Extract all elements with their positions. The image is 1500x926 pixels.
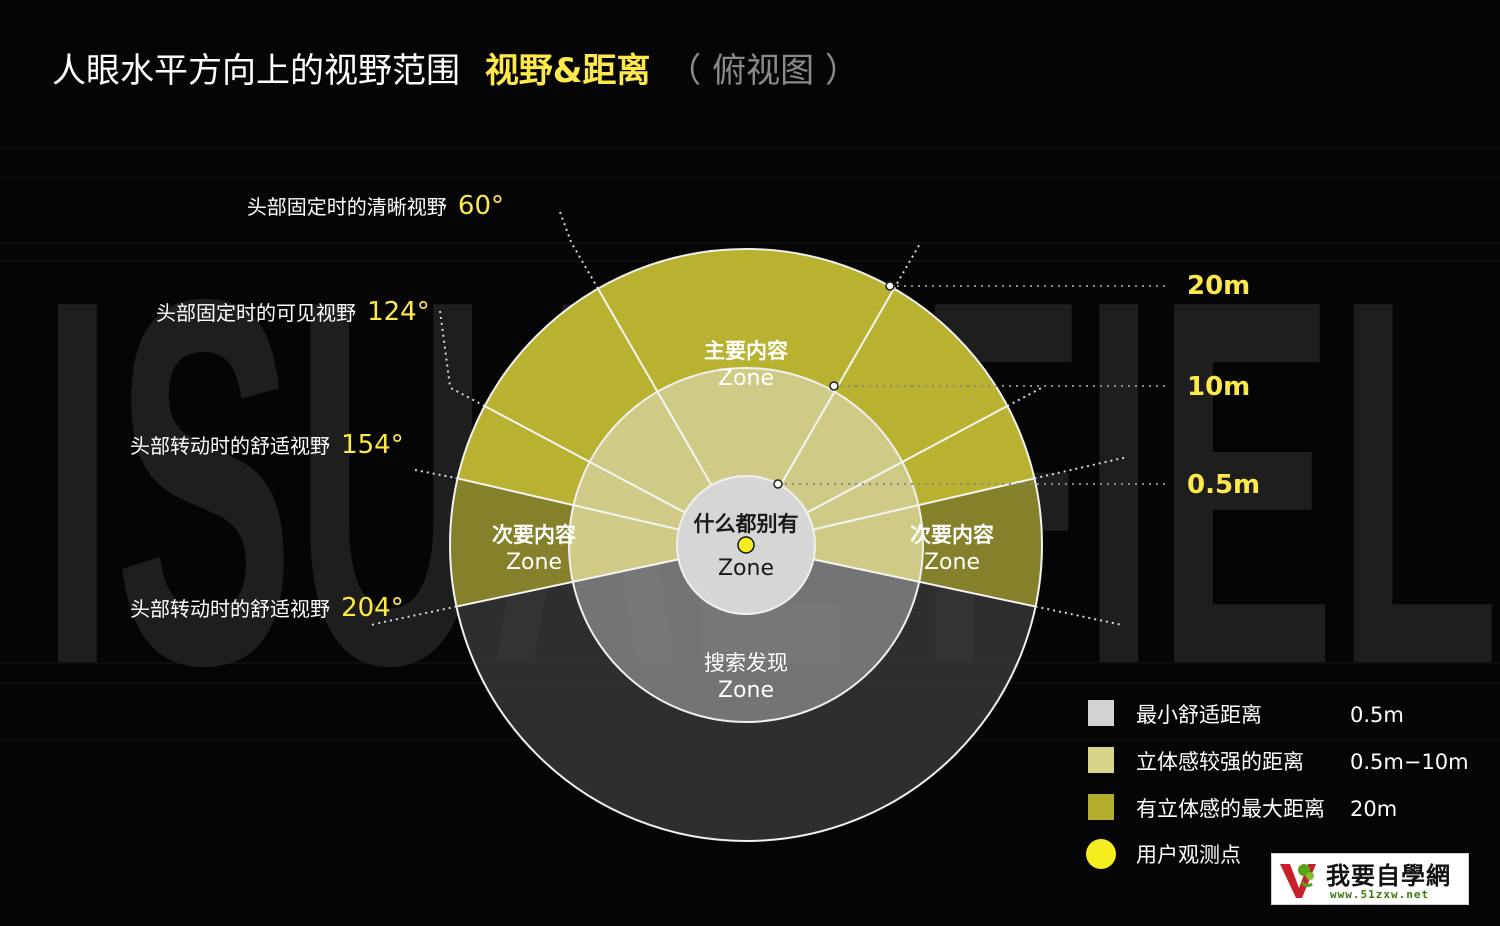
fov-label-124: 头部固定时的可见视野 124° (156, 297, 430, 327)
page-title: 人眼水平方向上的视野范围 视野&距离 （ 俯视图 ） (52, 51, 859, 91)
fov-label-60-deg: 60° (458, 191, 504, 221)
fov-labels: 头部固定时的清晰视野 60° 头部固定时的可见视野 124° 头部转动时的舒适视… (130, 191, 504, 623)
marker-05m (773, 479, 783, 489)
fov-boundary-77 (813, 477, 1035, 531)
zone-right-title: 次要内容 (910, 523, 994, 547)
fov-label-124-text: 头部固定时的可见视野 (156, 301, 356, 325)
fov-label-154-deg: 154° (341, 430, 404, 460)
fov-boundary-102 (813, 558, 1036, 608)
leader-62 (1006, 386, 1043, 407)
legend: 最小舒适距离 0.5m 立体感较强的距离 0.5m−10m 有立体感的最大距离 … (1086, 700, 1469, 869)
zone-labels: 主要内容 Zone 次要内容 Zone 次要内容 Zone 什么都别有 Zone… (492, 339, 994, 703)
logo-v-icon (1276, 858, 1320, 902)
logo-name: 我要自學網 (1326, 862, 1451, 890)
title-main: 人眼水平方向上的视野范围 (52, 51, 460, 91)
fov-label-204: 头部转动时的舒适视野 204° (130, 593, 404, 623)
zone-bottom-title: 搜索发现 (704, 651, 788, 675)
fov-label-60: 头部固定时的清晰视野 60° (247, 191, 504, 221)
fov-boundary--77 (457, 477, 679, 531)
zone-right-sub: Zone (924, 550, 980, 575)
legend-value-0: 0.5m (1350, 703, 1404, 727)
legend-swatch-3 (1086, 839, 1116, 869)
legend-swatch-2 (1088, 794, 1114, 820)
leader-77 (1034, 456, 1127, 480)
zone-left-title: 次要内容 (492, 523, 576, 547)
leader-lines (371, 211, 1127, 627)
zone-main-title: 主要内容 (704, 339, 788, 363)
title-suffix: （ 俯视图 ） (667, 51, 859, 91)
distance-guides: 20m 10m 0.5m (773, 271, 1260, 500)
fov-label-204-text: 头部转动时的舒适视野 (130, 597, 330, 621)
brand-logo: 我要自學網 www.51zxw.net (1271, 853, 1469, 905)
legend-label-1: 立体感较强的距离 (1136, 750, 1304, 774)
ring-outer-left-side (450, 478, 574, 607)
label-connector-0 (439, 310, 452, 388)
legend-value-2: 20m (1350, 797, 1397, 821)
ring-outline-2 (676, 475, 816, 615)
ring-middle-front (569, 368, 923, 582)
legend-label-0: 最小舒适距离 (1136, 703, 1262, 727)
legend-label-2: 有立体感的最大距离 (1136, 797, 1325, 821)
fov-label-154: 头部转动时的舒适视野 154° (130, 430, 404, 460)
zone-left-sub: Zone (506, 550, 562, 575)
legend-swatch-0 (1088, 700, 1114, 726)
ring-middle-rear (572, 559, 920, 722)
distance-label-20m: 20m (1187, 271, 1250, 301)
ring-outer-right-side (918, 478, 1043, 607)
title-highlight: 视野&距离 (485, 51, 651, 91)
marker-10m (829, 381, 839, 391)
leader--102 (374, 605, 457, 625)
zone-main-sub: Zone (718, 366, 774, 391)
leader--77 (453, 476, 458, 480)
legend-swatch-1 (1088, 747, 1114, 773)
logo-url: www.51zxw.net (1330, 888, 1430, 901)
ring-outer-rear (456, 581, 1036, 842)
label-connector-2 (371, 623, 375, 626)
legend-value-1: 0.5m−10m (1350, 750, 1469, 774)
fov-boundary--102 (456, 558, 679, 608)
distance-label-05m: 0.5m (1187, 470, 1260, 500)
fov-label-124-deg: 124° (367, 297, 430, 327)
zone-center-title: 什么都别有 (694, 512, 799, 536)
observer-point (737, 536, 755, 554)
fov-boundary--30 (597, 288, 713, 486)
ring-outline-1 (568, 367, 924, 723)
distance-label-10m: 10m (1187, 372, 1250, 402)
fov-label-204-deg: 204° (341, 593, 404, 623)
fov-label-60-text: 头部固定时的清晰视野 (247, 195, 447, 219)
zone-bottom-sub: Zone (718, 678, 774, 703)
legend-label-3: 用户观测点 (1136, 843, 1241, 867)
leader--62 (449, 386, 486, 407)
marker-20m (885, 281, 895, 291)
fov-label-154-text: 头部转动时的舒适视野 (130, 434, 330, 458)
fov-boundary--62 (484, 405, 686, 514)
zone-center-sub: Zone (718, 556, 774, 581)
ring-outline-0 (449, 248, 1043, 842)
fov-boundary-62 (806, 405, 1008, 514)
label-connector-1 (414, 469, 454, 479)
